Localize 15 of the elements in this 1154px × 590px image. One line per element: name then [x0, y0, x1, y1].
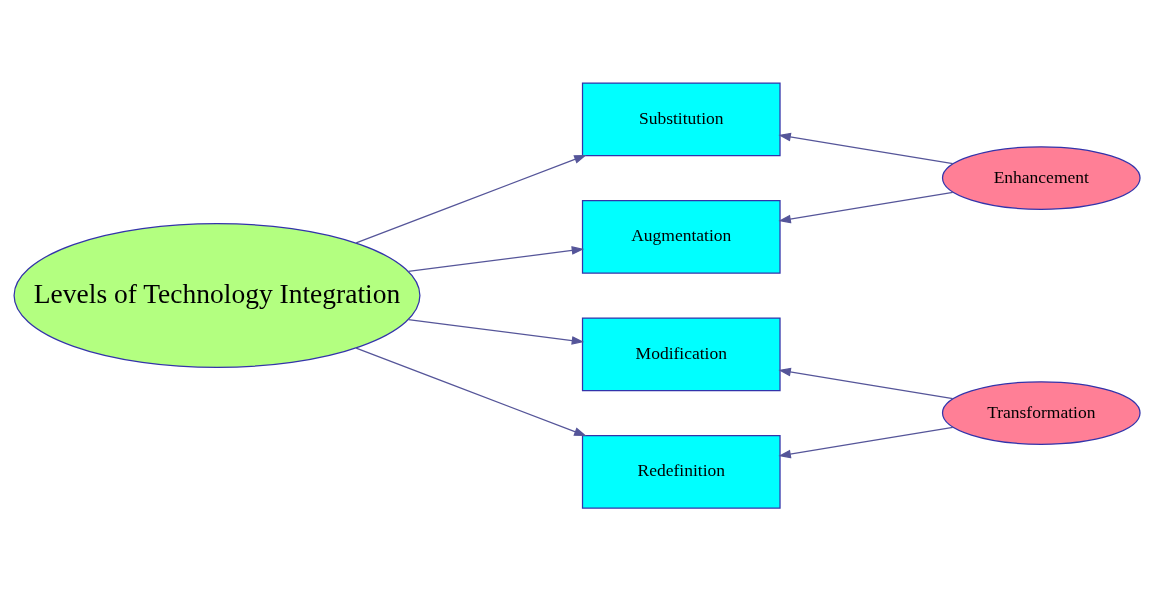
arrow: [778, 426, 954, 458]
arrow: [355, 154, 587, 243]
arrow: [778, 191, 954, 223]
arrow: [355, 347, 587, 436]
arrow: [407, 245, 585, 272]
node-ellipse: Levels of Technology Integration: [13, 222, 421, 368]
node-box: Redefinition: [581, 434, 781, 509]
arrow: [407, 318, 585, 345]
arrow: [778, 367, 954, 399]
node-ellipse: Transformation: [941, 380, 1141, 445]
arrow: [778, 132, 954, 164]
node-box: Modification: [581, 316, 781, 391]
node-box: Substitution: [581, 81, 781, 156]
node-box: Augmentation: [581, 199, 781, 274]
node-ellipse: Enhancement: [941, 145, 1141, 210]
